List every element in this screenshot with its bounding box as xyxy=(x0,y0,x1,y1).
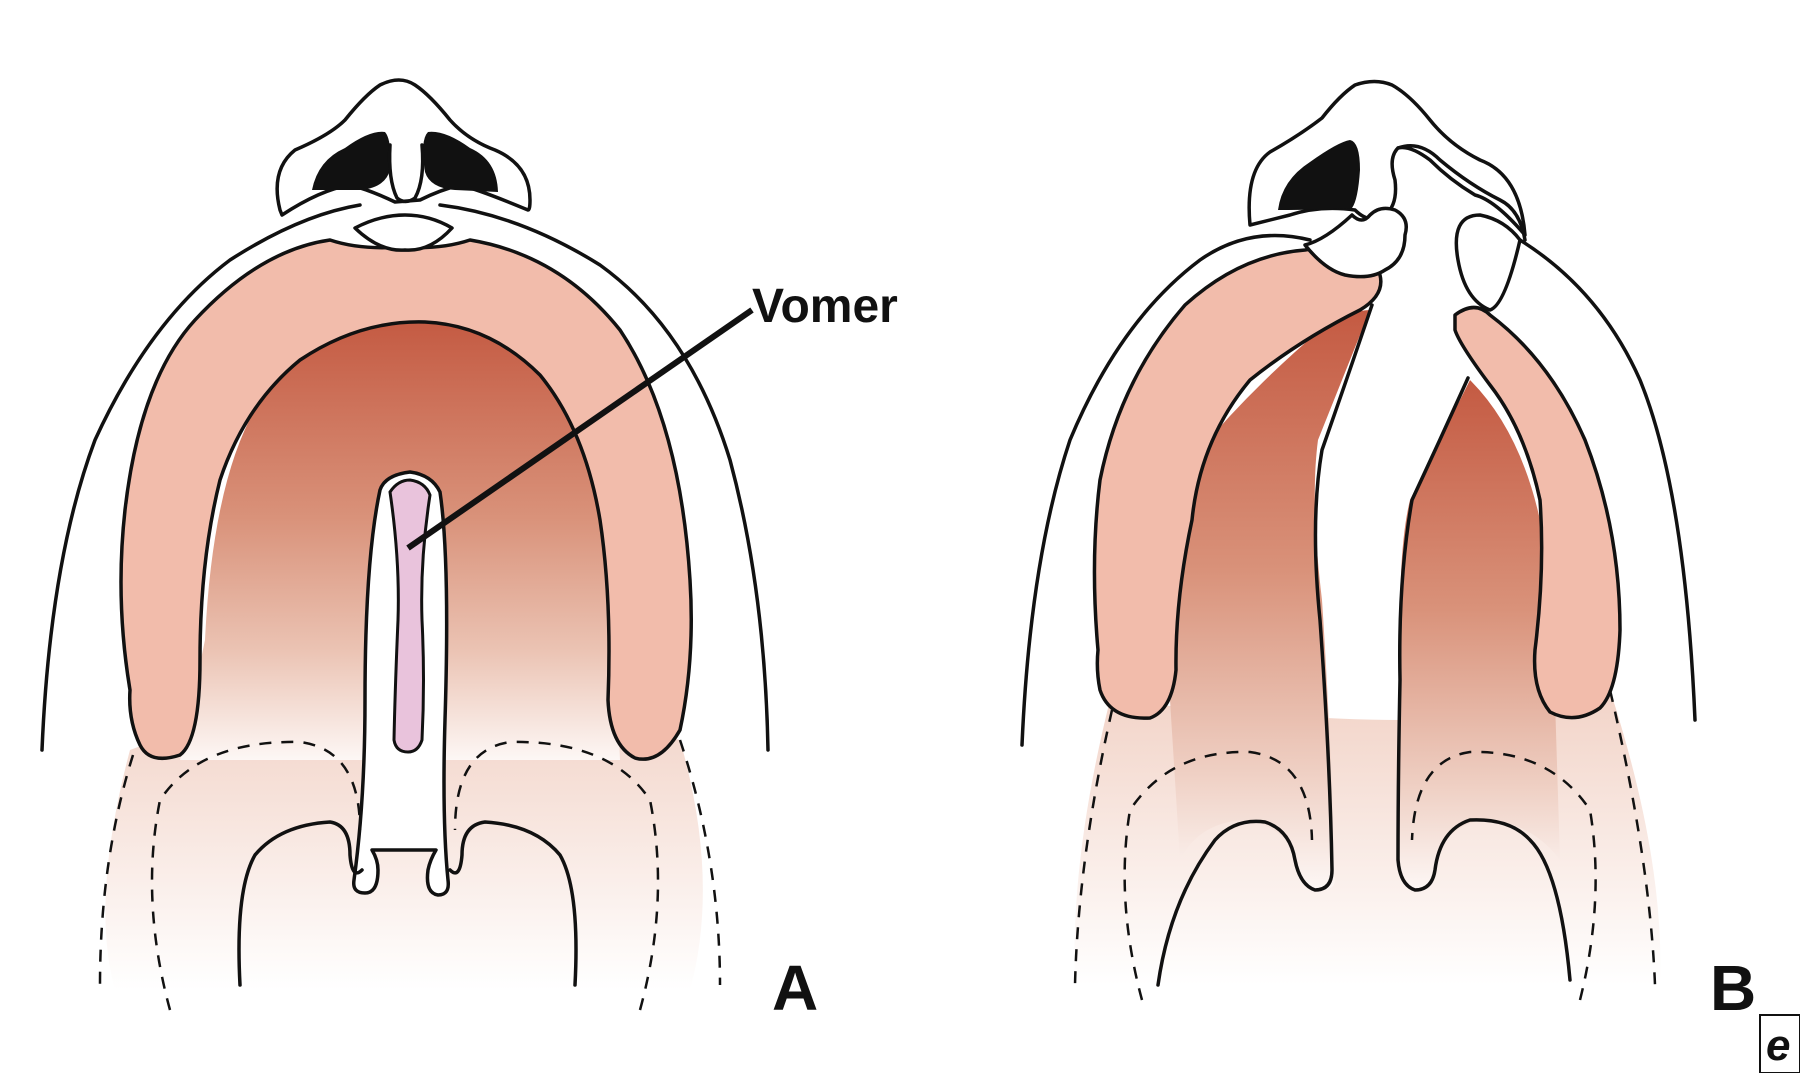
panel-a-label: A xyxy=(772,952,818,1024)
panel-a-lip-arch xyxy=(40,203,770,752)
panel-a-dashed-left-outer xyxy=(98,754,135,986)
panel-a-philtrum xyxy=(353,213,454,252)
panel-b-right-nasal-wing xyxy=(1396,144,1527,242)
publisher-logo: e xyxy=(1759,1014,1800,1073)
panel-a-dashed-right-outer xyxy=(678,739,722,986)
panel-b-left-cleft-edge xyxy=(1156,303,1374,987)
vomer-pointer-line xyxy=(406,307,754,551)
panel-a-vomer xyxy=(388,478,432,754)
panel-a-left-throat-arch xyxy=(237,820,364,987)
panel-a-nostril-right xyxy=(423,131,498,192)
panel-b-nostril-left xyxy=(1278,140,1360,210)
panel-b-right-lip-segment xyxy=(1454,213,1522,312)
panel-b-left-lip-segment xyxy=(1303,206,1408,279)
panel-b-dashed-left-inner xyxy=(1123,750,1314,1001)
panel-a-nose xyxy=(275,78,532,217)
panel-b-soft-palate-area xyxy=(1074,690,1661,985)
vomer-label: Vomer xyxy=(752,280,898,333)
panel-b-lip-arch-right xyxy=(1518,238,1697,722)
panel-b-right-palate-segment xyxy=(1397,380,1560,890)
panel-b-drawing xyxy=(1020,79,1697,1001)
panel-a-dashed-right-inner xyxy=(453,740,660,1011)
panel-b-left-alveolar-ridge xyxy=(1092,246,1383,720)
panel-a-right-throat-arch xyxy=(448,820,578,987)
panel-b-label: B xyxy=(1710,952,1756,1024)
panel-b-dashed-right-outer xyxy=(1608,689,1657,986)
panel-a-nostril-left xyxy=(312,131,391,190)
panel-b-dashed-left-outer xyxy=(1073,709,1114,986)
panel-b-left-palate-segment xyxy=(1170,310,1370,890)
panel-b-right-alveolar-ridge xyxy=(1453,305,1622,720)
panel-b-lip-arch-left xyxy=(1020,233,1312,747)
panel-a-columella xyxy=(387,143,425,204)
panel-b-right-cleft-edge xyxy=(1396,376,1572,982)
panel-a-drawing xyxy=(40,78,770,1011)
panel-b-dashed-right-inner xyxy=(1410,750,1597,1001)
panel-a-alveolar-ridge xyxy=(119,238,693,761)
panel-a-dashed-left-inner xyxy=(150,740,362,1011)
publisher-logo-letter: e xyxy=(1766,1021,1790,1070)
